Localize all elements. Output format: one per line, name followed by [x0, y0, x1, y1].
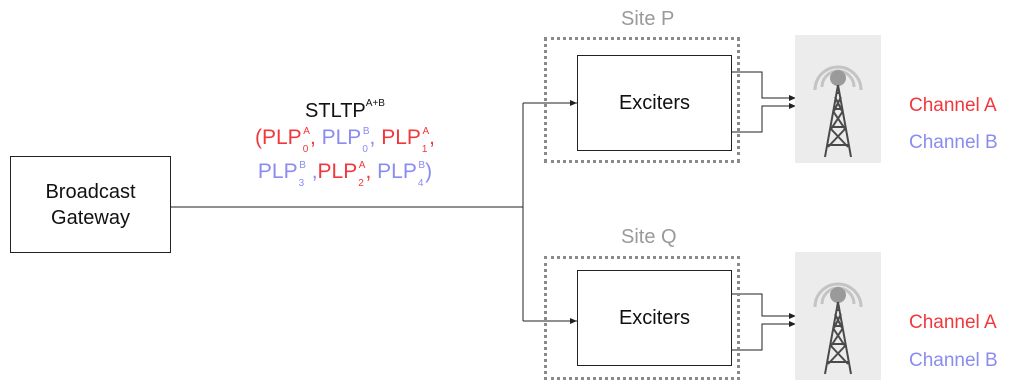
stltp-title: STLTP	[305, 100, 366, 122]
gateway-label-line1: Broadcast	[45, 180, 136, 203]
plp-base: PLP	[321, 126, 362, 149]
plp-term: PLP3 B ,	[257, 160, 318, 189]
site-q-label: Site Q	[621, 226, 677, 248]
plp-base: PLP	[317, 160, 358, 183]
site-q-boundary	[544, 256, 740, 380]
exciter-box-p: Exciters	[577, 55, 732, 151]
exciter-label-q: Exciters	[618, 307, 691, 329]
site-p-channel-b: Channel B	[909, 132, 998, 153]
exciter-box-q: Exciters	[577, 270, 732, 366]
plp-index: 0	[362, 144, 368, 155]
plp-separator: ,	[309, 126, 322, 149]
site-p-label: Site P	[621, 8, 675, 30]
transmitter-tower-icon	[795, 35, 881, 163]
plp-base: PLP	[257, 160, 298, 183]
site-q-channel-b: Channel B	[909, 350, 998, 371]
gateway-label-line2: Gateway	[51, 206, 130, 229]
plp-open-paren: (	[255, 126, 262, 149]
plp-channel-superscript: A	[303, 126, 310, 137]
plp-separator: ,	[365, 160, 378, 183]
plp-term: PLP4 B)	[377, 160, 433, 189]
transmitter-tower-icon	[795, 252, 881, 380]
plp-separator: ,	[429, 126, 435, 149]
plp-row-1: (PLP0A, PLP0B, PLP1A,	[220, 123, 470, 157]
plp-base: PLP	[377, 160, 417, 183]
plp-separator: ,	[369, 126, 382, 149]
site-p-channel-a: Channel A	[909, 95, 997, 116]
exciter-label-p: Exciters	[618, 92, 691, 114]
plp-term: PLP2 A,	[317, 160, 378, 189]
plp-base: PLP	[262, 126, 302, 149]
plp-term: PLP1 A,	[381, 126, 435, 155]
plp-row-2: PLP3B ,PLP2A, PLP4B)	[220, 157, 470, 191]
broadcast-gateway-box: Broadcast Gateway	[10, 156, 171, 253]
stltp-superscript: A+B	[365, 98, 385, 109]
site-q-channel-a: Channel A	[909, 312, 997, 333]
plp-channel-superscript: B	[362, 126, 370, 137]
plp-index: 3	[298, 178, 305, 189]
plp-channel-superscript: A	[422, 126, 430, 137]
plp-term: PLP0 A,	[262, 126, 322, 155]
plp-separator: )	[425, 160, 433, 183]
plp-term: PLP0 B,	[321, 126, 382, 155]
plp-index: 4	[417, 178, 424, 189]
plp-separator: ,	[305, 160, 318, 183]
stltp-label-group: STLTPA+B (PLP0A, PLP0B, PLP1A, PLP3B ,PL…	[220, 98, 470, 191]
plp-index: 0	[302, 144, 309, 155]
plp-index: 1	[421, 144, 428, 155]
site-p-boundary	[544, 37, 740, 163]
plp-channel-superscript: A	[358, 160, 366, 171]
plp-channel-superscript: B	[418, 160, 426, 171]
plp-channel-superscript: B	[299, 160, 306, 171]
plp-base: PLP	[381, 126, 421, 149]
plp-index: 2	[358, 178, 364, 189]
